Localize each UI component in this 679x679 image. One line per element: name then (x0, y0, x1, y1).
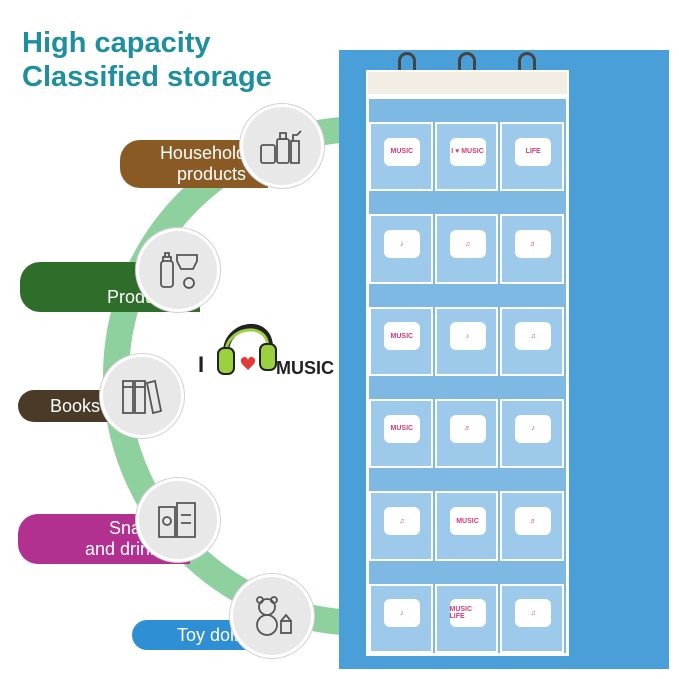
pocket-sticker: MUSIC (383, 137, 420, 166)
pocket-sticker: LIFE (515, 137, 552, 166)
headline-line-2: Classified storage (22, 61, 272, 93)
door-hook-middle (458, 52, 476, 82)
pocket-sticker: ♫ (449, 230, 486, 259)
pocket-sticker: ♪ (383, 230, 420, 259)
category-books-line-1: Books (49, 395, 100, 416)
headline-line-1: High capacity (22, 27, 211, 59)
storage-pocket (434, 583, 499, 653)
pocket-sticker: ♬ (515, 230, 552, 259)
organizer-top-band (366, 70, 569, 96)
logo-letter: I (198, 352, 205, 377)
pocket-sticker: ♫ (383, 507, 420, 536)
category-toy-doll-line-1: Toy doll (176, 624, 238, 645)
pocket-sticker: ♬ (515, 507, 552, 536)
door-hook-left (398, 52, 416, 82)
pocket-sticker: ♪ (515, 414, 552, 443)
category-household-line-1: Household (159, 143, 246, 163)
pocket-sticker: MUSIC (449, 507, 486, 536)
door-hook-right (518, 52, 536, 82)
pocket-sticker: MUSIC (383, 322, 420, 351)
pocket-sticker: ♫ (515, 322, 552, 351)
pocket-sticker: MUSIC (383, 414, 420, 443)
logo-word: MUSIC (276, 358, 334, 378)
storage-pocket (434, 214, 499, 284)
household-cleaner-icon (240, 104, 324, 188)
music-logo: I MUSIC (198, 312, 338, 392)
pocket-sticker: ♪ (449, 322, 486, 351)
headline: High capacity Classified storage (22, 26, 272, 94)
pocket-sticker: ♫ (515, 599, 552, 628)
baby-bottle-icon (136, 228, 220, 312)
teddy-bear-icon (230, 574, 314, 658)
pocket-sticker: ♪ (383, 599, 420, 628)
pocket-sticker: ♬ (449, 414, 486, 443)
books-icon (100, 354, 184, 438)
snacks-icon (136, 478, 220, 562)
pocket-sticker: I ♥ MUSIC (449, 137, 486, 166)
pocket-sticker: MUSIC LIFE (449, 599, 486, 628)
category-household-line-2: products (176, 164, 246, 184)
